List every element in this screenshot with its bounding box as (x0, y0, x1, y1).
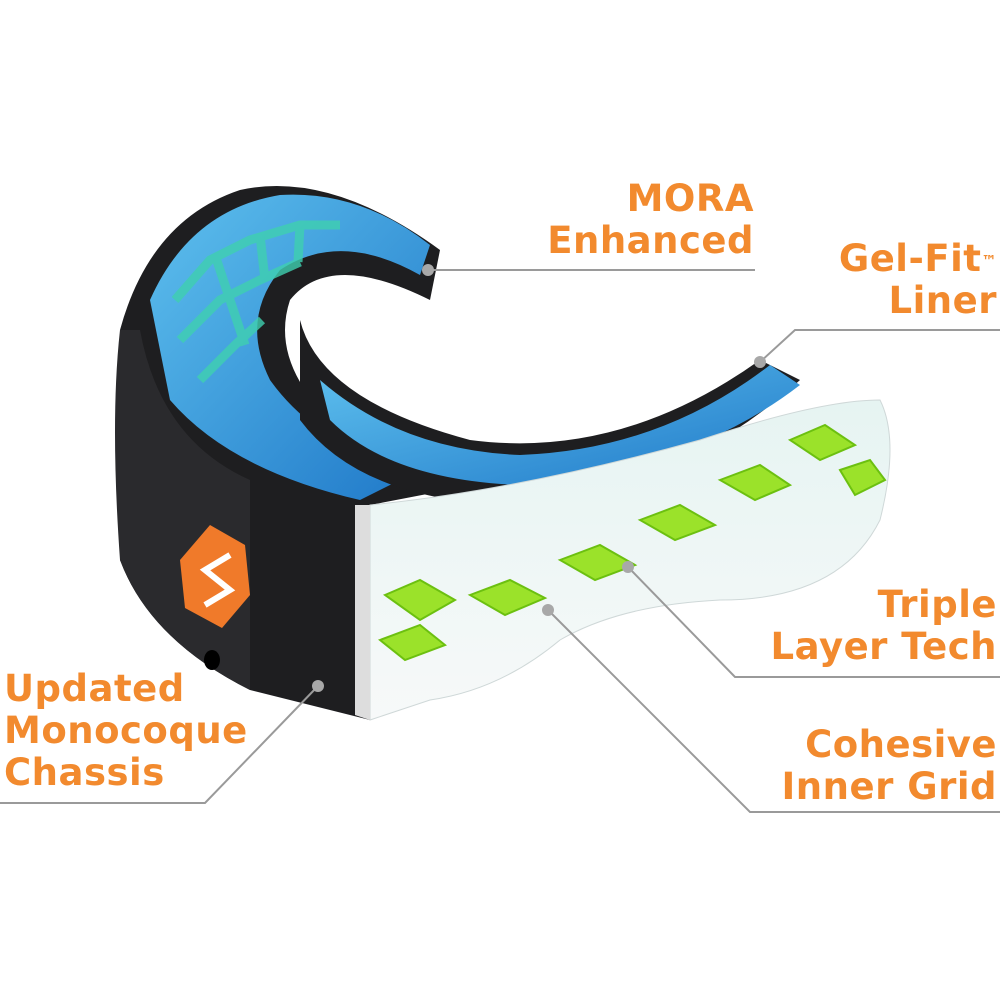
callout-triple-layer-tech: Triple Layer Tech (771, 584, 997, 668)
callout-line: Liner (888, 279, 997, 322)
callout-line: Cohesive (805, 723, 997, 766)
callout-line: Enhanced (547, 219, 754, 262)
callout-line: Inner Grid (781, 765, 997, 808)
cohesive-inner-grid (378, 423, 887, 662)
callout-line: Layer Tech (770, 625, 997, 668)
callout-updated-monocoque-chassis: Updated Monocoque Chassis (4, 668, 248, 794)
callout-line: Triple (877, 583, 997, 626)
callout-line: Monocoque (4, 709, 248, 752)
callout-line: MORA (626, 177, 754, 220)
callout-line: Gel-Fit (838, 237, 982, 280)
trademark: ™ (981, 252, 997, 270)
shock-doctor-logo (180, 525, 250, 628)
callout-cohesive-inner-grid: Cohesive Inner Grid (782, 724, 997, 808)
callout-line: Updated (4, 667, 185, 710)
callout-gel-fit-liner: Gel-Fit™ Liner (839, 238, 997, 322)
honeycomb-pattern (171, 220, 340, 384)
breathing-hole (204, 650, 220, 670)
leader-lines (0, 269, 1000, 813)
callout-line: Chassis (4, 751, 165, 794)
callout-mora-enhanced: MORA Enhanced (547, 178, 754, 262)
